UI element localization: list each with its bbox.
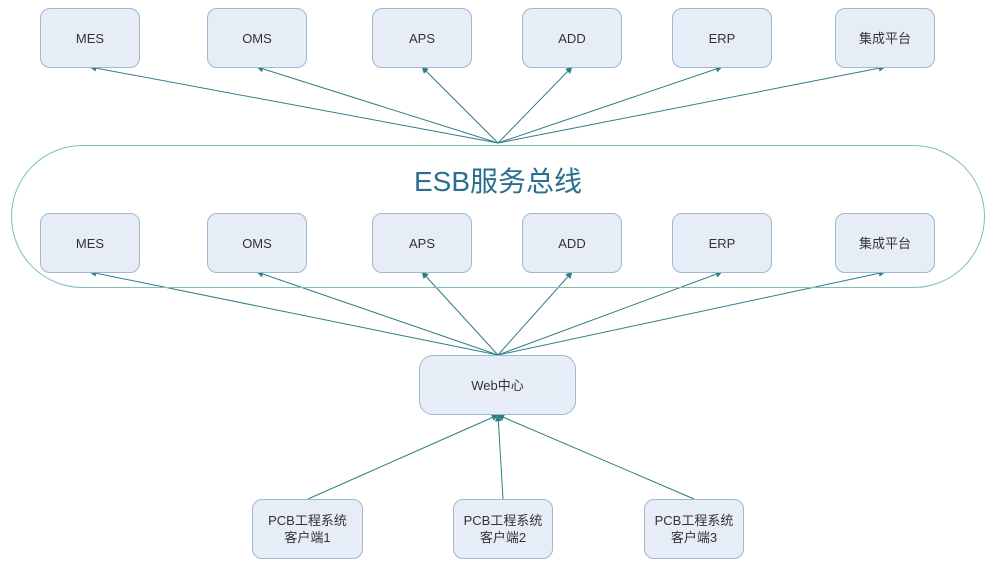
arrow-bus-to-top-oms: [256, 65, 499, 144]
arrow-client3-to-web: [497, 414, 695, 500]
bus-system-mes: MES: [40, 213, 140, 273]
arrow-bus-to-top-erp: [497, 65, 723, 144]
arrow-bus-to-top-add: [497, 66, 573, 144]
esb-bus-container: [11, 145, 985, 288]
bus-system-integration-platform: 集成平台: [835, 213, 935, 273]
bus-system-add: ADD: [522, 213, 622, 273]
arrow-web-to-bus-erp: [497, 270, 723, 356]
bus-system-erp: ERP: [672, 213, 772, 273]
arrow-web-to-bus-add: [497, 271, 573, 356]
arrow-web-to-bus-mes: [89, 269, 499, 356]
pcb-client-2: PCB工程系统 客户端2: [453, 499, 553, 559]
arrow-web-to-bus-oms: [256, 270, 499, 356]
arrow-client1-to-web: [307, 414, 499, 500]
top-system-aps: APS: [372, 8, 472, 68]
arrow-bus-to-top-mes: [89, 64, 499, 144]
top-system-mes: MES: [40, 8, 140, 68]
arrow-web-to-bus-aps: [421, 271, 499, 356]
pcb-client-1: PCB工程系统 客户端1: [252, 499, 363, 559]
top-system-erp: ERP: [672, 8, 772, 68]
arrow-web-to-bus-integration: [497, 269, 886, 356]
arrow-bus-to-top-integration: [497, 64, 886, 144]
bus-system-oms: OMS: [207, 213, 307, 273]
bus-system-aps: APS: [372, 213, 472, 273]
web-center-node: Web中心: [419, 355, 576, 415]
top-system-add: ADD: [522, 8, 622, 68]
arrow-bus-to-top-aps: [421, 66, 499, 144]
arrow-client2-to-web: [494, 414, 504, 500]
top-system-oms: OMS: [207, 8, 307, 68]
esb-bus-title: ESB服务总线: [413, 166, 583, 197]
top-system-integration-platform: 集成平台: [835, 8, 935, 68]
pcb-client-3: PCB工程系统 客户端3: [644, 499, 744, 559]
